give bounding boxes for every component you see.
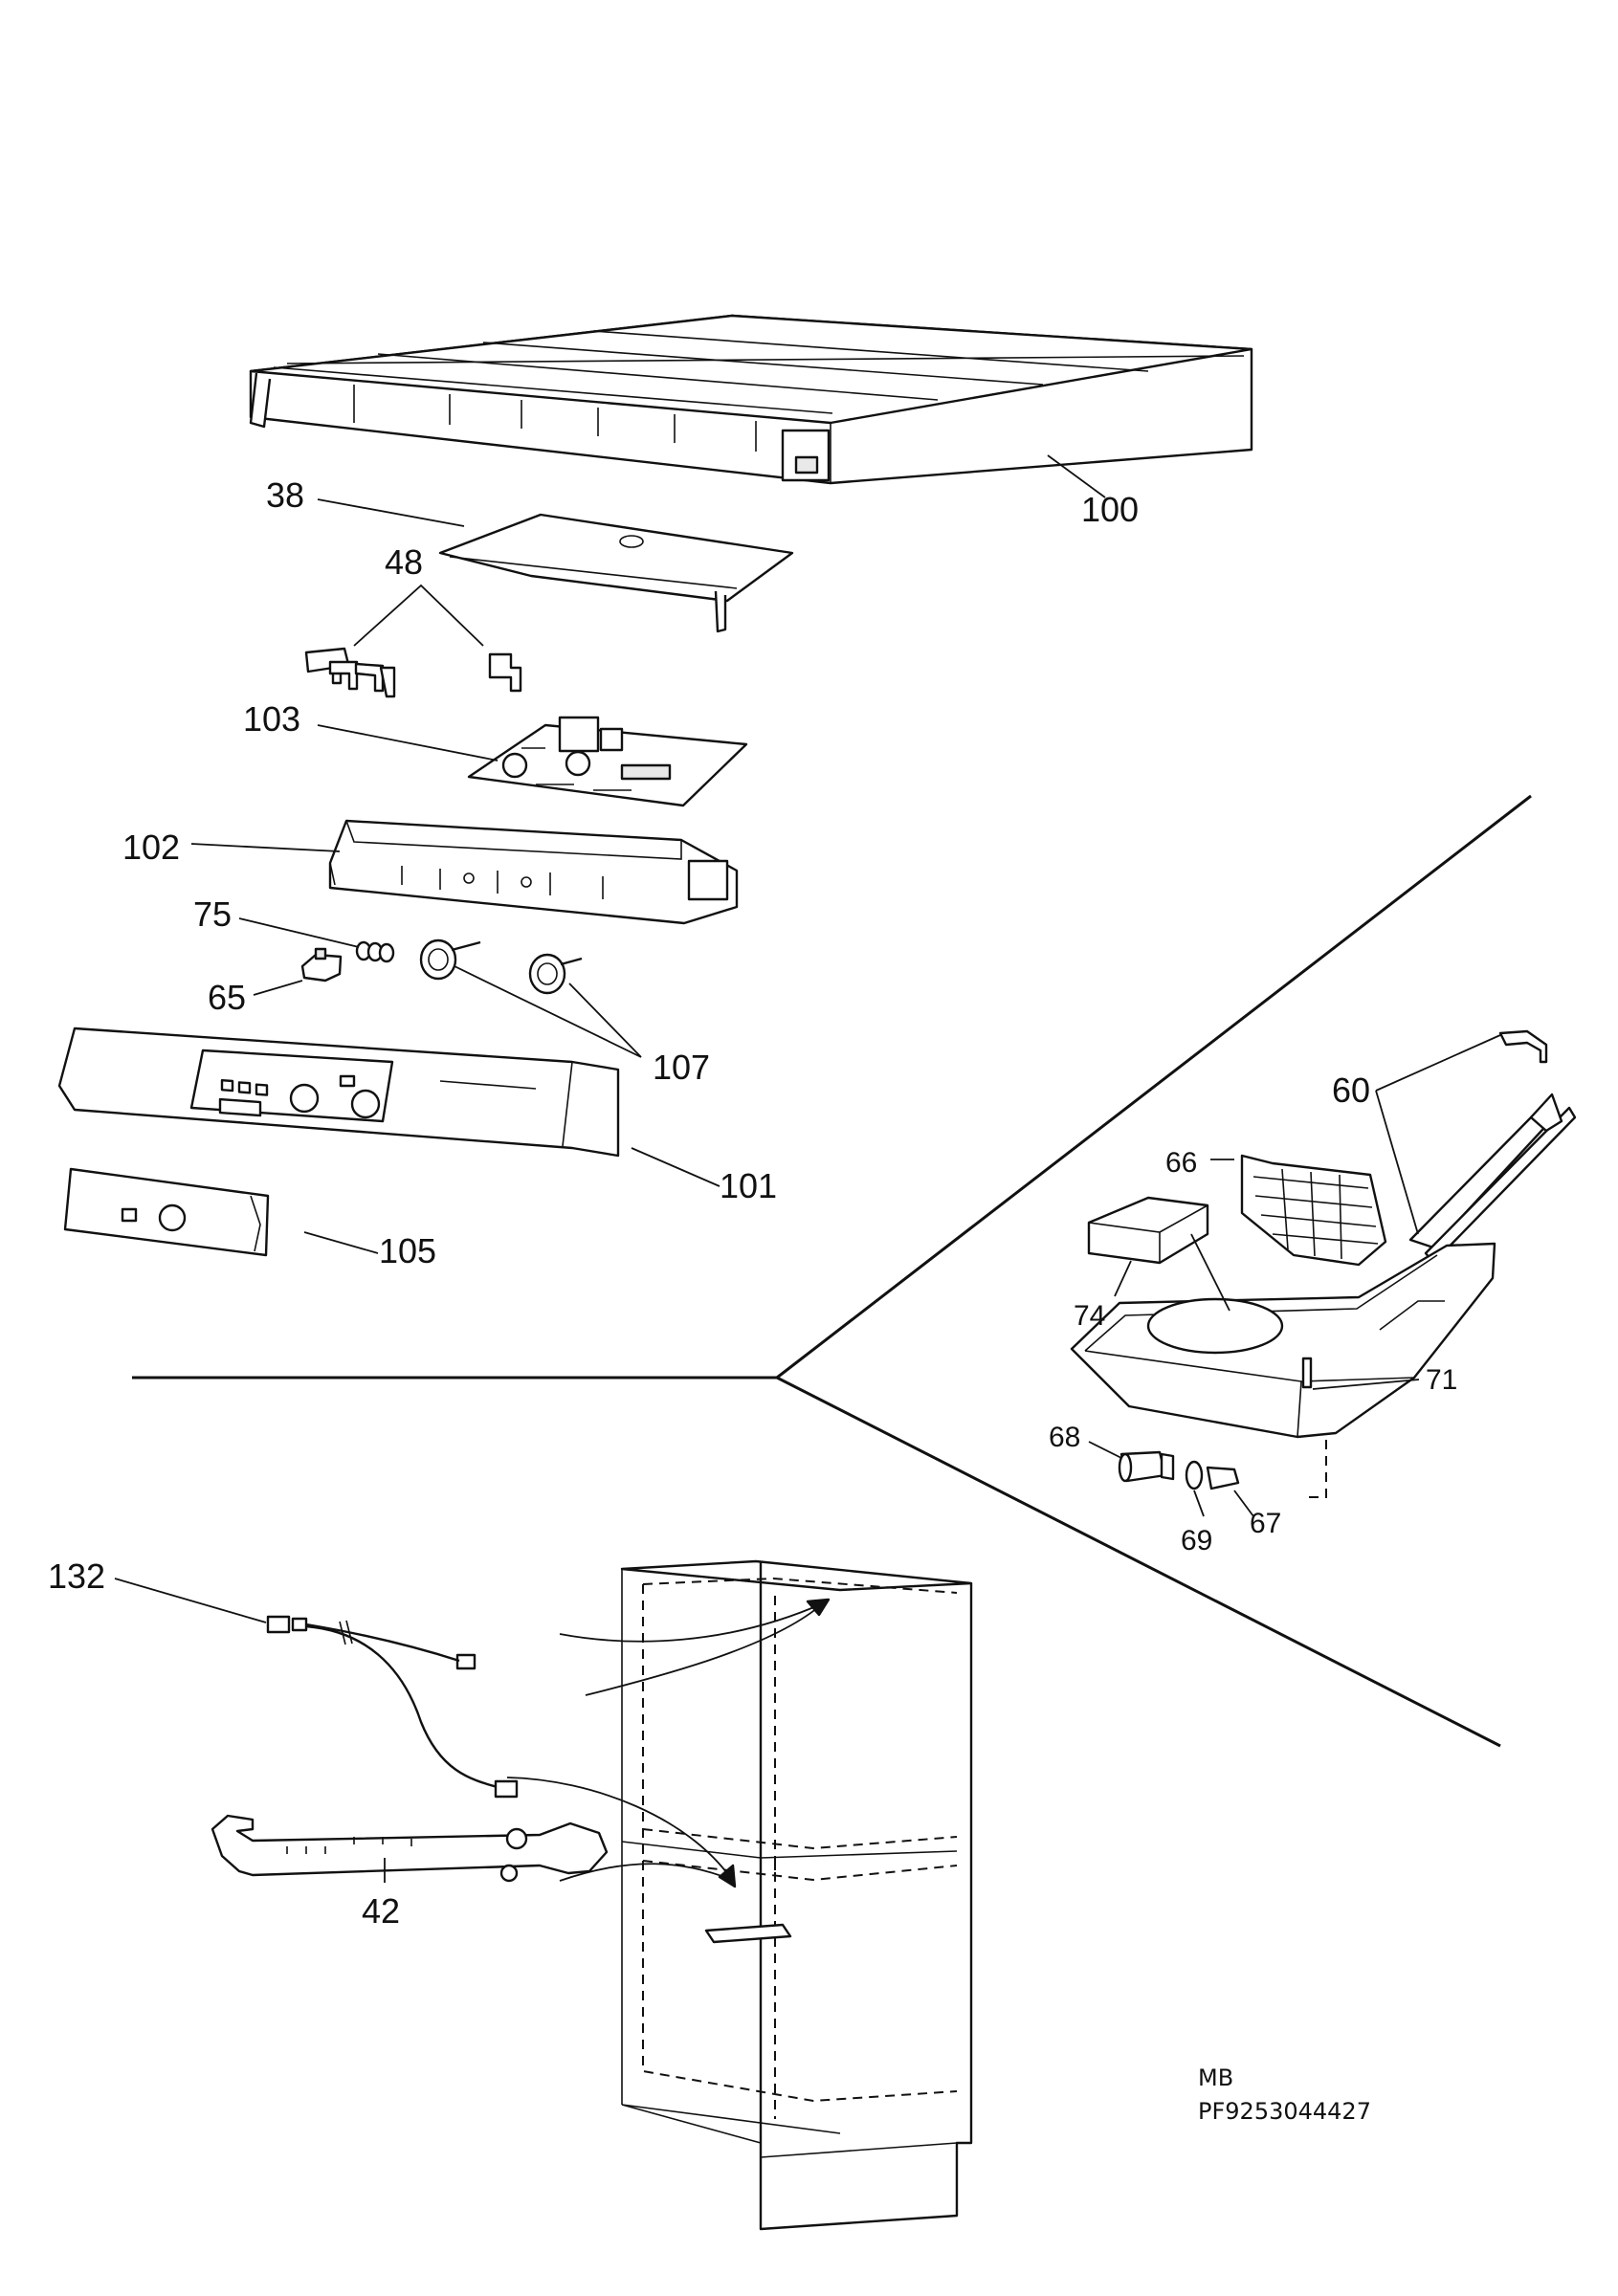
callout-101: 101 xyxy=(720,1166,777,1205)
cabinet-housing xyxy=(620,1559,973,2231)
callout-67: 67 xyxy=(1250,1508,1281,1539)
callout-60: 60 xyxy=(1332,1071,1370,1110)
part-65-switch xyxy=(300,947,343,982)
callout-labels: 100 38 48 103 102 75 65 107 101 105 60 6… xyxy=(48,475,1457,1931)
part-68-69-67-axle-set xyxy=(1118,1440,1327,1498)
footer-line-2: PF9253044427 xyxy=(1198,2098,1371,2125)
footer-line-1: MB xyxy=(1198,2064,1233,2091)
callout-107: 107 xyxy=(653,1048,710,1087)
part-48-clips xyxy=(304,647,522,698)
insertion-arrows xyxy=(506,1598,831,1888)
part-60-rails xyxy=(1408,1029,1577,1265)
part-103-circuit-board xyxy=(467,716,748,807)
part-102-control-bracket xyxy=(328,819,739,925)
callout-66: 66 xyxy=(1165,1147,1197,1179)
part-71-tray xyxy=(1070,1242,1496,1439)
part-105-side-panel xyxy=(63,1167,270,1257)
callout-132: 132 xyxy=(48,1556,105,1596)
callout-103: 103 xyxy=(243,699,300,739)
footer-identifier: MB PF9253044427 xyxy=(1198,2064,1371,2125)
callout-48: 48 xyxy=(385,542,423,582)
part-101-control-panel xyxy=(57,1027,620,1158)
part-42-arm xyxy=(211,1814,609,1883)
part-132-cable xyxy=(266,1615,519,1799)
part-107-knobs xyxy=(419,938,583,995)
part-38-cover-plate xyxy=(438,513,794,633)
callout-74: 74 xyxy=(1074,1300,1105,1332)
callout-leaders xyxy=(114,454,1501,1883)
callout-42: 42 xyxy=(362,1891,400,1931)
callout-38: 38 xyxy=(266,475,304,515)
callout-105: 105 xyxy=(379,1231,436,1270)
callout-68: 68 xyxy=(1049,1422,1080,1453)
part-74-filter xyxy=(1087,1196,1209,1265)
section-dividers xyxy=(132,794,1532,1748)
part-100-worktop xyxy=(249,314,1253,485)
callout-75: 75 xyxy=(193,894,232,934)
callout-65: 65 xyxy=(208,978,246,1017)
callout-69: 69 xyxy=(1181,1525,1212,1556)
part-75-spring xyxy=(355,940,395,963)
callout-102: 102 xyxy=(122,828,180,867)
part-66-grille xyxy=(1240,1154,1387,1267)
callout-71: 71 xyxy=(1426,1364,1457,1396)
callout-100: 100 xyxy=(1081,490,1139,529)
